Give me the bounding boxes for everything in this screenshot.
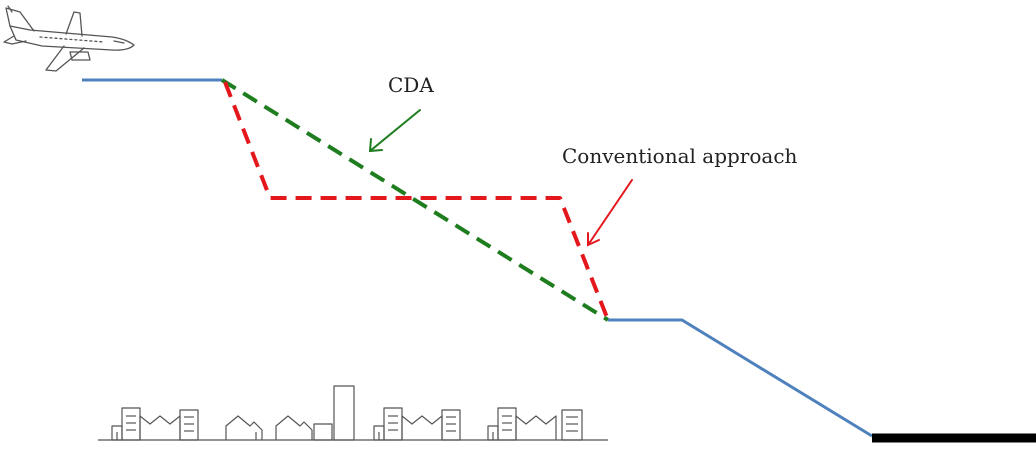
conventional-approach-label: Conventional approach (562, 144, 798, 168)
final-approach-segment (608, 318, 873, 438)
conventional-arrow (587, 179, 633, 247)
airplane-icon (3, 5, 135, 72)
cda-path (220, 78, 610, 322)
conventional-approach-path (223, 81, 610, 321)
cda-label: CDA (388, 73, 434, 97)
city-skyline-icon (98, 385, 608, 441)
cda-arrow (368, 109, 421, 153)
